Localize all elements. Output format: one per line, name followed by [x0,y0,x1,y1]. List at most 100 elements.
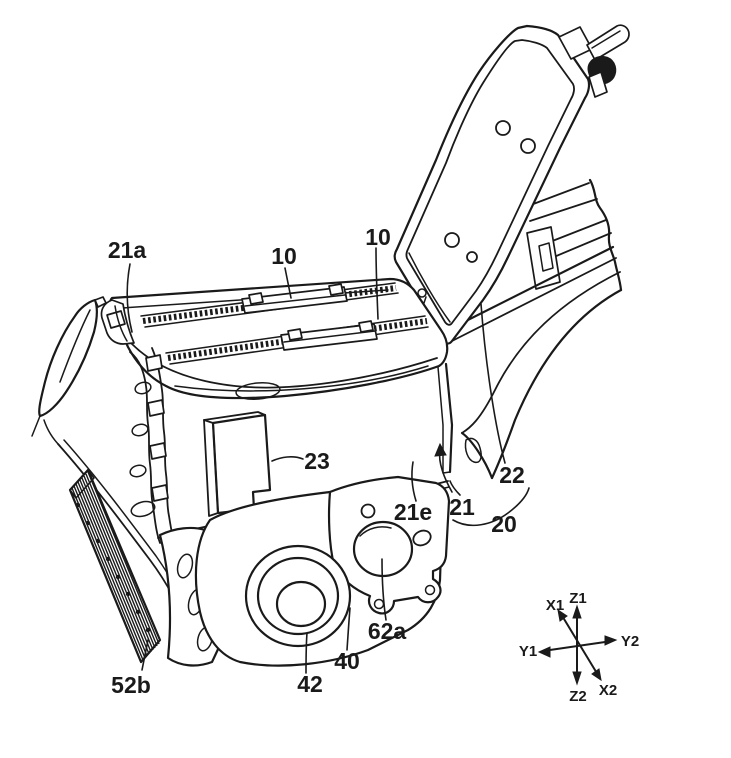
scallop-tab [147,399,165,417]
vent-slot [176,553,194,579]
label-plate [203,411,272,517]
lid-latch [558,24,630,98]
filter-handle-tab [328,283,344,296]
axis-arrowhead-x2 [591,668,602,682]
lid-inner-border [405,39,575,326]
lid-hole [444,232,460,248]
leader-22 [480,303,506,464]
leader-21e [411,461,417,502]
apron-loop [235,382,281,400]
axis-label-z1: Z1 [569,590,587,607]
filter-handle-tab [248,292,264,305]
duct-outer-lip [244,544,352,648]
spar-bottom-edge [490,288,623,480]
axis-indicator: X1 Z1 Y1 Y2 Z2 X2 [519,590,639,705]
rail-bracket-slot [538,242,554,272]
fender-tail [31,415,61,447]
latch-foot [588,71,608,98]
spar-line [461,271,621,434]
lid-hole [495,120,511,136]
axis-arrowhead-y2 [604,635,618,646]
seat-rail-line [529,198,598,222]
ref-label-21a: 21a [108,237,147,263]
intake-ring [275,580,327,628]
scallop-tab [151,484,169,502]
ref-label-10-rear: 10 [271,243,297,269]
lid-latch-corner [100,299,135,345]
axis-label-y2: Y2 [621,633,639,650]
filter-handle-tab [358,320,374,333]
latch-arm [586,24,630,61]
ref-label-42: 42 [297,671,323,697]
leader-10-rear [284,267,292,299]
axis-label-y1: Y1 [519,643,537,660]
filter-handle-tab [287,328,303,341]
axis-x-line [560,613,599,676]
ref-label-21e: 21e [394,499,432,525]
bracket-hole [424,584,436,596]
leader-21a [126,263,133,333]
opening-floor-line [174,365,429,392]
ref-label-21: 21 [449,494,475,520]
rail-break-edge [588,178,623,292]
group-brace [452,487,530,527]
bracket-plate [327,475,451,615]
radiator-fins [71,471,160,661]
lid-hole [466,251,478,263]
axis-label-z2: Z2 [569,688,587,705]
spar-end-cap [460,431,494,480]
leader-lines [126,247,530,674]
rail-bracket [526,226,561,290]
leader-42 [305,632,308,674]
filter-hatch [142,285,397,324]
ref-label-40: 40 [334,648,360,674]
filter-handle-line [244,294,346,307]
spar-end-slot [464,437,482,464]
axis-y-line [542,640,613,652]
leader-62a [381,558,387,621]
reference-labels: 21a 10 10 23 21e 21 22 20 62a 40 42 52b [108,224,525,698]
label-plate-top [203,411,266,421]
front-fender [31,296,107,447]
scalloped-edge [129,347,176,546]
duct-middle-ring [256,556,340,636]
leader-40 [346,607,351,651]
rotation-arrowhead [434,442,447,457]
ref-label-20: 20 [491,511,517,537]
leader-23 [271,456,304,462]
duct-opening [352,520,414,578]
spar-line [449,257,617,343]
radiator-cap [69,469,95,499]
fender-outline [38,298,98,418]
label-plate-side [203,419,219,517]
leader-21 [449,480,461,496]
scallop-hole [134,381,152,395]
spar-top-edge [446,245,615,332]
ref-label-22: 22 [499,462,525,488]
axis-arrowhead-y1 [537,646,551,658]
fender-hook [94,296,107,308]
latch-corner-line [114,305,128,342]
leader-10-front [375,247,379,320]
radiator [68,468,162,664]
filter-element-front [165,315,429,365]
hinge-pin [417,288,427,298]
seat-rail-line [527,182,590,207]
right-wall-edge [444,362,454,474]
ref-label-10-front: 10 [365,224,391,250]
axis-label-x2: X2 [599,682,617,699]
radiator-beads [75,502,151,633]
axis-arrowhead-z2 [572,671,582,686]
axis-arrowhead-x1 [557,608,568,622]
ref-label-52b: 52b [111,672,151,698]
filter-handle-line [283,330,376,343]
latch-arm-line [591,30,621,49]
intake-duct [194,475,451,667]
duct-opening-inner [359,526,392,537]
fender-crease [59,309,91,383]
scallop-hole [129,464,147,478]
scallop-hole [131,423,149,437]
scallop-hole [130,500,156,518]
